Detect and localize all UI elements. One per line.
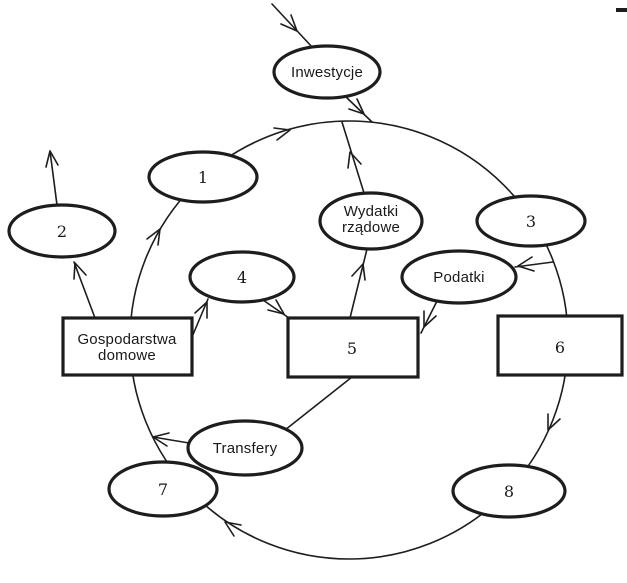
arrowhead-gospodarstwa-n2 xyxy=(73,262,87,280)
node-4-label: 4 xyxy=(237,268,247,287)
edge-external-to-inwestycje xyxy=(271,3,314,49)
arrowhead-transfery-ring xyxy=(152,432,170,447)
edge-gospodarstwa-to-n2 xyxy=(73,261,96,319)
podatki-label: Podatki xyxy=(433,269,484,286)
inwestycje-label: Inwestycje xyxy=(291,64,363,81)
transfery-label: Transfery xyxy=(213,440,278,457)
edge-n2-to-external xyxy=(49,150,58,206)
node-podatki-ellipse xyxy=(400,249,518,305)
node-1-ellipse xyxy=(147,150,259,204)
corner-dash-icon xyxy=(616,8,627,12)
node-2-ellipse xyxy=(7,203,117,259)
gospodarstwa-label-line2: domowe xyxy=(98,347,156,364)
node-8-ellipse xyxy=(451,463,567,519)
arrowhead-ring-left-icon xyxy=(146,228,161,246)
node-4-ellipse xyxy=(188,250,296,304)
node-gospodarstwa-domowe-rect xyxy=(61,316,194,377)
node-6-label: 6 xyxy=(555,338,565,357)
node-5-label: 5 xyxy=(347,339,357,358)
arrowhead-ring-podatki xyxy=(517,256,535,272)
arrowhead-inwestycje-ring xyxy=(348,98,365,115)
arrowhead-n4-n5 xyxy=(267,299,285,315)
arrowhead-ring-bottom-icon xyxy=(224,521,242,537)
node-2-label: 2 xyxy=(57,222,67,241)
edge-lines xyxy=(49,3,554,444)
edge-wydatki-to-ring xyxy=(341,121,365,194)
arrowhead-n5-wydatki xyxy=(351,263,366,281)
arrowhead-wydatki-ring xyxy=(347,151,362,169)
node-3-label: 3 xyxy=(526,212,536,231)
arrowhead-n2-external xyxy=(45,150,59,168)
gospodarstwa-label-line1: Gospodarstwa xyxy=(77,331,177,348)
node-wydatki-rzadowe-ellipse xyxy=(318,191,424,251)
node-6-rect xyxy=(496,314,624,377)
node-7-label: 7 xyxy=(158,480,168,499)
node-7-ellipse xyxy=(107,460,219,518)
node-inwestycje-ellipse xyxy=(272,44,382,100)
arrowheads xyxy=(45,14,561,537)
edge-gospodarstwa-to-n4 xyxy=(191,298,209,338)
node-3-ellipse xyxy=(475,194,587,248)
edge-n5-to-wydatki xyxy=(349,248,368,319)
node-5-rect xyxy=(286,316,420,379)
edge-inwestycje-to-ring xyxy=(344,95,373,123)
wydatki-label-line2: rządowe xyxy=(342,219,400,236)
edge-transfery-to-ring xyxy=(152,436,190,444)
arrowhead-ring-right-icon xyxy=(547,413,561,431)
node-1-label: 1 xyxy=(198,168,208,187)
wydatki-label-line1: Wydatki xyxy=(344,203,399,220)
edge-n5-to-transfery xyxy=(284,376,353,431)
edge-ring-to-podatki xyxy=(514,261,554,268)
edge-n4-to-n5 xyxy=(262,299,290,319)
node-transfery-ellipse xyxy=(186,419,304,477)
arrowhead-ring-top-icon xyxy=(273,127,291,141)
arrowhead-podatki-n5 xyxy=(423,310,437,328)
node-8-label: 8 xyxy=(504,482,514,501)
arrowhead-into-inwestycje xyxy=(280,14,298,32)
node-shapes xyxy=(7,44,624,519)
arrowhead-gospodarstwa-n4 xyxy=(194,301,208,319)
node-labels: Inwestycje 1 2 Wydatki rządowe 3 4 Podat… xyxy=(57,64,565,501)
